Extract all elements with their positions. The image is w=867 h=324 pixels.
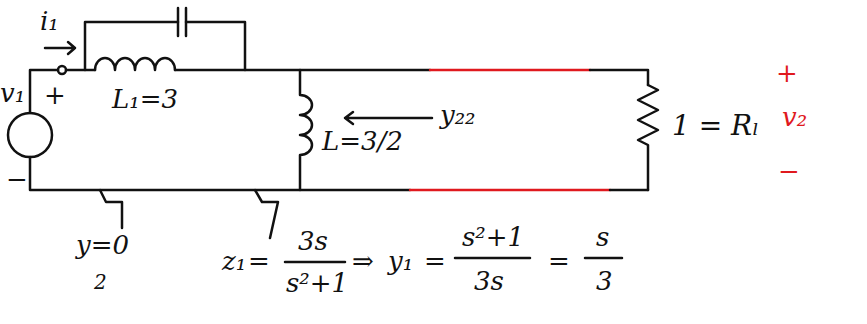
fraction-bar [455,257,530,260]
equation-term: z₁ [222,248,246,274]
equation-term: s²+1 [462,224,524,250]
wire [30,157,410,190]
inductor-symbol [300,70,312,190]
equation-term: 3s [474,268,504,294]
resistor-symbol [638,85,658,190]
voltage-source [8,113,52,157]
fraction-bar [585,257,622,260]
voltage-label: v₂ [782,104,807,130]
wire-highlight [430,69,590,72]
wire [66,69,95,72]
equation-term: ⇒ [352,248,374,274]
voltage-label: v₁ [0,80,25,106]
inductor-symbol [95,58,175,70]
equation-term: 2 [94,272,107,292]
wire [85,22,178,70]
admittance-label: y₂₂ [440,102,476,128]
current-arrow [45,42,75,54]
equation-term: s²+1 [286,270,348,296]
wire [590,70,648,85]
wire [186,22,245,70]
wire-highlight [410,189,610,192]
bracket [100,190,122,228]
current-label: i₁ [40,8,59,34]
resistor-label: 1 = Rₗ [672,112,759,140]
equation-term: 3 [596,268,613,294]
equation-term: s [596,224,609,250]
inductor-label: L₁=3 [112,86,178,112]
bracket [255,190,278,238]
equation-term: = [424,248,446,274]
polarity-sign: + [44,82,66,108]
polarity-sign: + [776,60,798,86]
fraction-bar [285,261,345,264]
inductor-label: L=3/2 [322,128,403,154]
equation-term: y₁ [388,248,413,274]
polarity-sign: − [778,158,800,184]
admittance-arrow [345,112,432,124]
equation-term: = [548,248,570,274]
equation-term: y=0 [76,232,129,258]
polarity-sign: − [6,166,28,192]
equation-term: 3s [298,228,328,254]
equation-term: = [248,248,270,274]
wire [610,189,648,192]
wire [175,69,430,72]
